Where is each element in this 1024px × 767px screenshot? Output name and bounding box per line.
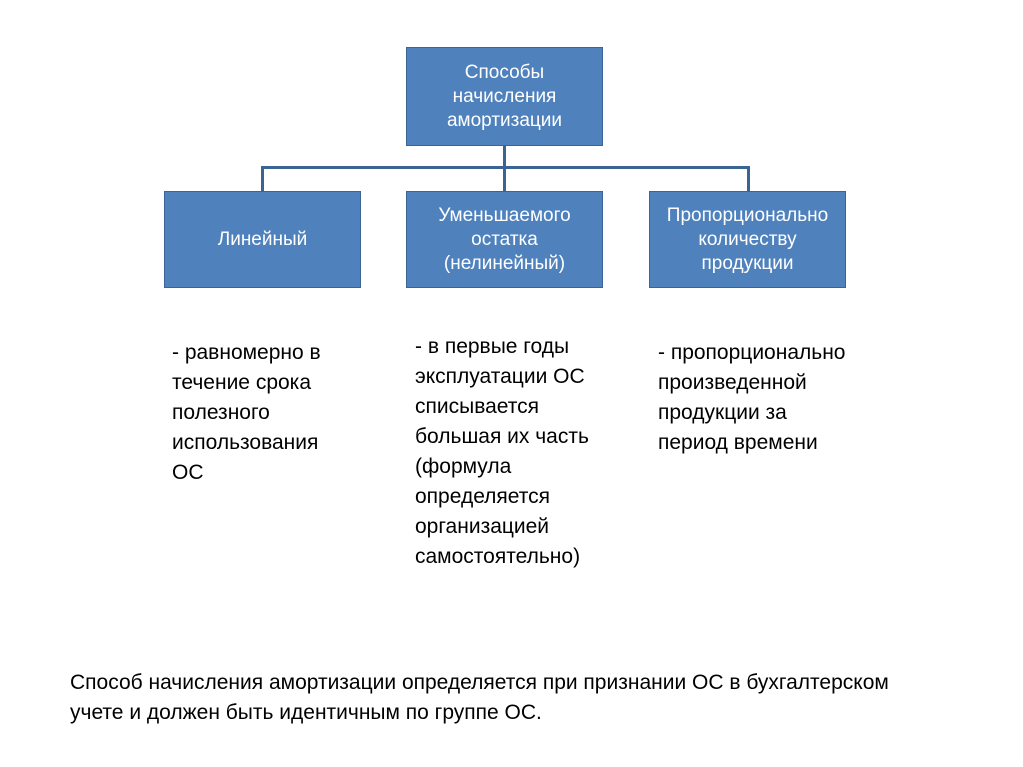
description-proportional: - пропорционально произведенной продукци… — [658, 341, 846, 454]
connector-to-proportional — [747, 166, 750, 191]
root-node-box: Способы начисления амортизации — [406, 47, 603, 146]
child-node-proportional-box: Пропорционально количеству продукции — [649, 191, 846, 288]
child-node-declining-label: Уменьшаемого остатка (нелинейный) — [438, 204, 571, 274]
child-node-linear-label: Линейный — [217, 228, 308, 250]
connector-to-linear — [261, 166, 264, 191]
footer-note: Способ начисления амортизации определяет… — [70, 671, 889, 724]
connector-root-stem — [503, 146, 506, 168]
child-node-linear-box: Линейный — [164, 191, 361, 288]
root-node-label: Способы начисления амортизации — [446, 61, 563, 131]
connector-to-declining — [503, 166, 506, 191]
description-declining: - в первые годы эксплуатации ОС списывае… — [415, 335, 589, 568]
child-node-proportional-label: Пропорционально количеству продукции — [666, 204, 829, 274]
description-linear: - равномерно в течение срока полезного и… — [172, 341, 321, 484]
child-node-declining-box: Уменьшаемого остатка (нелинейный) — [406, 191, 603, 288]
